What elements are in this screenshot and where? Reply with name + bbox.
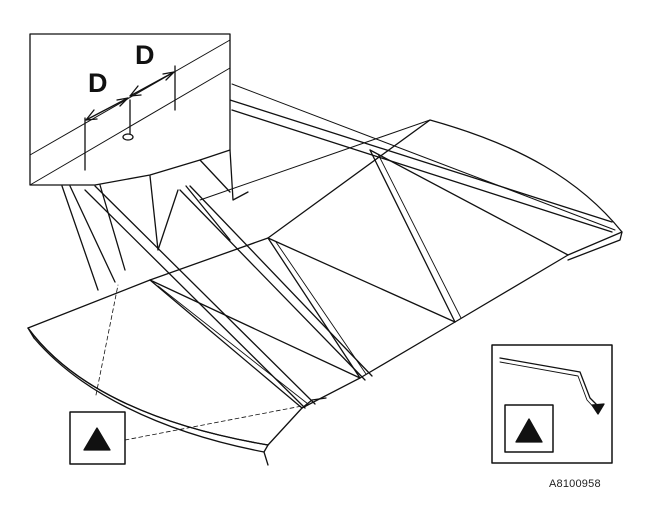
detail-callout-box [491, 344, 613, 464]
roof-panel-outline [27, 119, 623, 466]
triangle-warning-icon [515, 418, 543, 443]
roof-rails [84, 83, 616, 409]
callout-box [69, 411, 126, 465]
panel-seam-lines [149, 119, 569, 409]
dimension-label-left: D [88, 68, 108, 98]
detail-inset [29, 33, 231, 186]
triangle-warning-icon [83, 427, 111, 451]
inset-leader-lines [61, 149, 249, 291]
dimension-label-right: D [135, 40, 155, 70]
reference-code: A8100958 [549, 478, 601, 490]
